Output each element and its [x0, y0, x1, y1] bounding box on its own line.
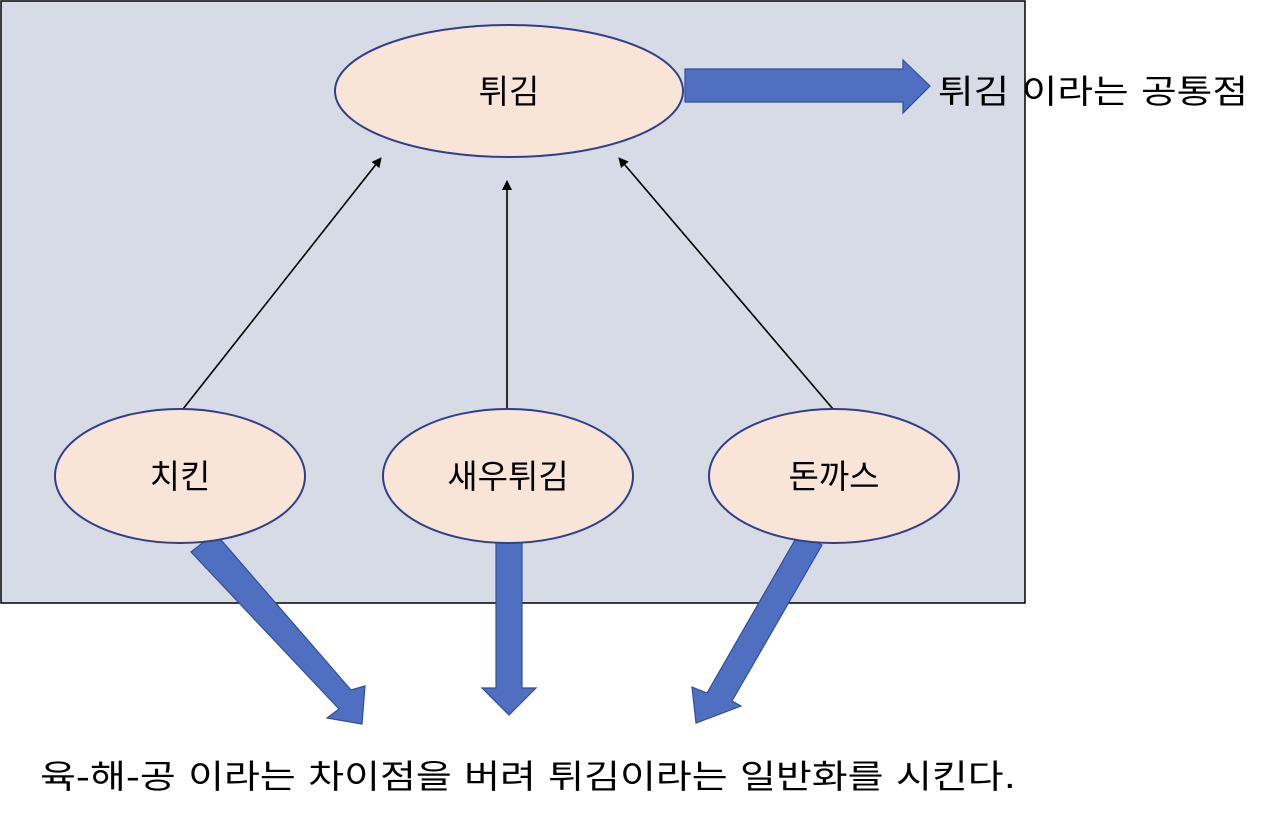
- common-point-caption: 튀김 이라는 공통점: [938, 72, 1248, 111]
- node-top-label: 튀김: [479, 72, 540, 111]
- connector-pork-to-top: [618, 157, 834, 410]
- node-pork-label: 돈까스: [788, 457, 879, 496]
- generalization-caption: 육-해-공 이라는 차이점을 버려 튀김이라는 일반화를 시킨다.: [40, 757, 1016, 796]
- node-chicken-label: 치킨: [150, 457, 211, 496]
- node-shrimp-label: 새우튀김: [447, 457, 568, 496]
- node-shrimp-ellipse: [382, 408, 634, 544]
- node-pork-ellipse: [708, 408, 960, 544]
- common-point-block-arrow: [684, 58, 931, 115]
- pork-down-block-arrow: [691, 532, 823, 724]
- shrimp-down-block-arrow: [480, 525, 538, 716]
- chicken-down-block-arrow: [190, 532, 366, 725]
- node-chicken-ellipse: [54, 408, 306, 544]
- node-top-ellipse: [334, 24, 684, 158]
- connector-chicken-to-top: [182, 157, 382, 410]
